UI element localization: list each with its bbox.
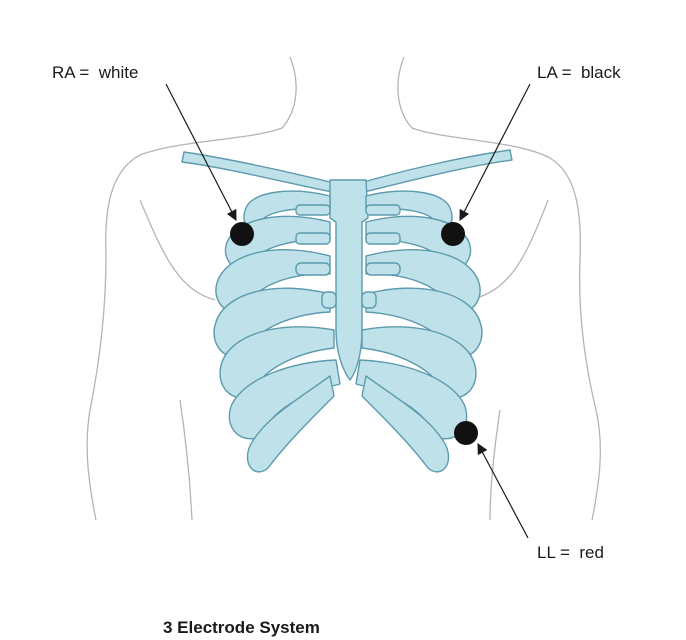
la-label: LA = black: [537, 63, 621, 82]
body-outline: [86, 56, 602, 521]
rib-cage: [181, 149, 513, 473]
electrode-ra: [230, 222, 254, 246]
ra-pointer: [165, 83, 237, 221]
sternum: [329, 179, 369, 381]
la-pointer: [459, 83, 531, 221]
ll-label: LL = red: [537, 543, 604, 562]
electrode-la: [441, 222, 465, 246]
ra-label: RA = white: [52, 63, 139, 82]
electrode-ll: [454, 421, 478, 445]
ll-pointer: [477, 443, 529, 539]
left-clavicle: [363, 149, 513, 193]
diagram-title: 3 Electrode System: [163, 618, 320, 637]
